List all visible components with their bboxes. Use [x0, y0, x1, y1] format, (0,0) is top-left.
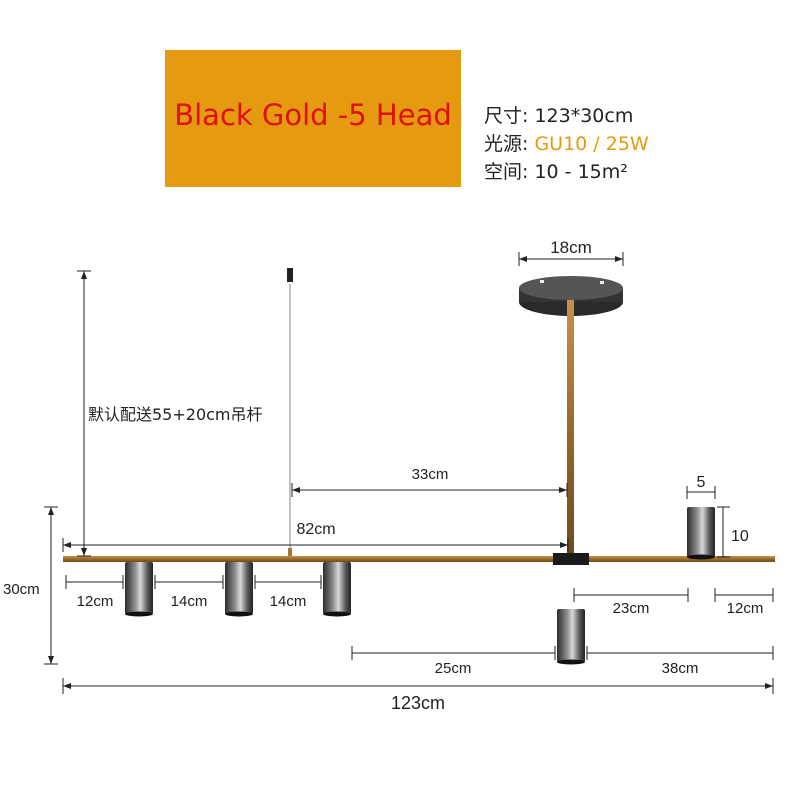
product-title: Black Gold -5 Head	[174, 98, 452, 132]
spotlight	[125, 562, 153, 617]
dim-spot-width: 5	[697, 474, 706, 491]
spotlight-detail	[687, 507, 715, 560]
spec-size-label: 尺寸:	[484, 105, 529, 127]
spec-light-value: GU10 / 25W	[534, 133, 649, 155]
dim-gap-b: 14cm	[171, 593, 208, 610]
dim-offset-33: 33cm	[412, 466, 449, 483]
horizontal-bar	[63, 556, 775, 562]
dim-rod-note: 默认配送55+20cm吊杆	[88, 405, 263, 424]
dim-spot-height: 10	[731, 528, 749, 545]
spotlight	[225, 562, 253, 617]
dim-right-12: 12cm	[727, 600, 764, 617]
wire-clip	[287, 268, 293, 282]
dim-bottom-38: 38cm	[662, 660, 699, 677]
dim-gap-c: 14cm	[270, 593, 307, 610]
spec-space: 空间: 10 - 15m²	[484, 157, 628, 184]
spec-space-label: 空间:	[484, 161, 529, 183]
spotlight	[323, 562, 351, 617]
dim-canopy-width: 18cm	[550, 238, 592, 257]
spec-light-label: 光源:	[484, 133, 529, 155]
dim-total-length: 123cm	[391, 693, 445, 713]
spec-size: 尺寸: 123*30cm	[484, 101, 633, 128]
dim-gap-a: 12cm	[77, 593, 114, 610]
spec-space-value: 10 - 15m²	[534, 161, 628, 183]
dimension-lines	[44, 252, 774, 694]
dimension-arrows	[48, 256, 773, 689]
spec-light-source: 光源: GU10 / 25W	[484, 129, 649, 156]
product-title-box: Black Gold -5 Head	[165, 50, 461, 187]
dim-left-bar: 82cm	[296, 521, 335, 538]
bar-joint	[553, 553, 589, 565]
spec-size-value: 123*30cm	[534, 105, 634, 127]
spotlight	[557, 609, 585, 665]
dim-bottom-25: 25cm	[435, 660, 472, 677]
dim-right-23: 23cm	[613, 600, 650, 617]
vertical-rod	[567, 300, 574, 555]
dim-height: 30cm	[3, 581, 40, 598]
